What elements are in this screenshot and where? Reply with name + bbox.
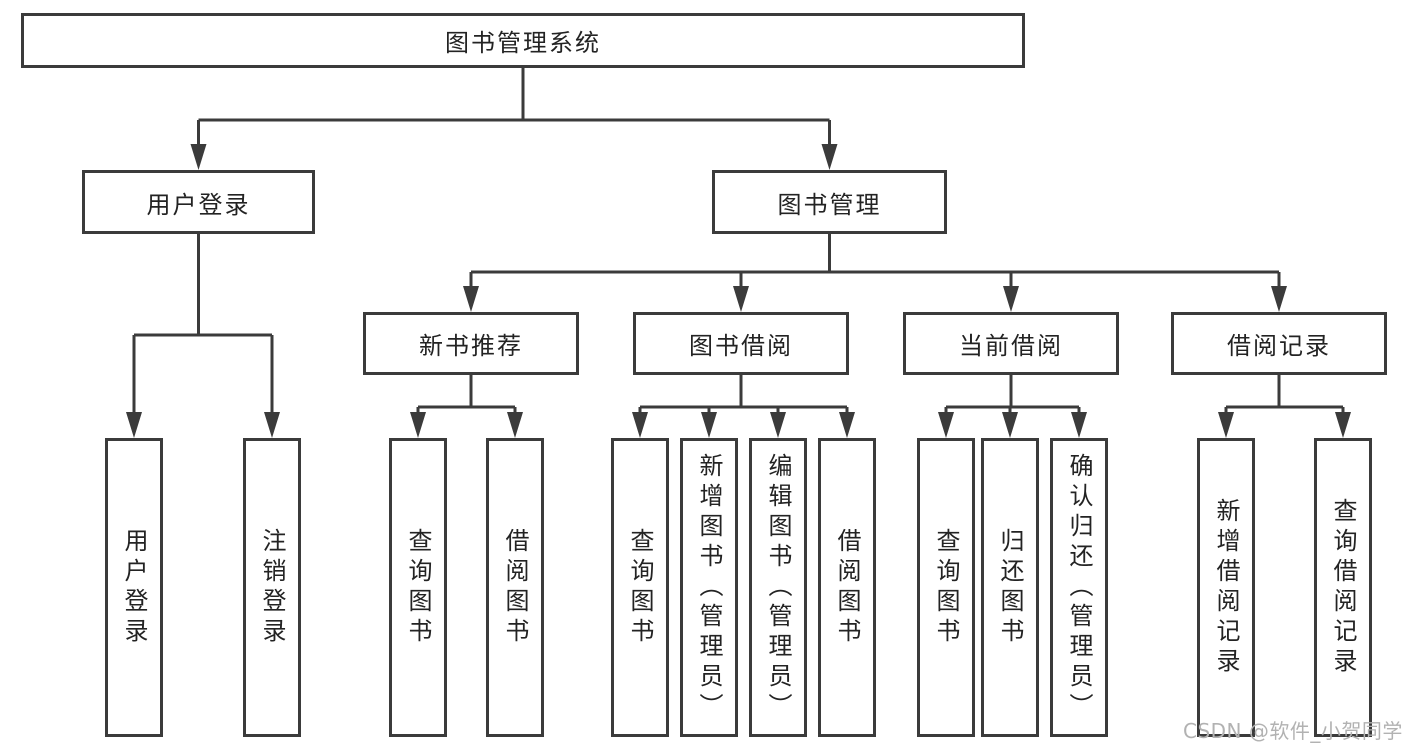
leaf-borrow-books-1: 借阅图书 [486, 438, 544, 737]
node-user-login: 用户登录 [82, 170, 315, 234]
node-new-book-recommendation: 新书推荐 [363, 312, 579, 375]
node-book-management: 图书管理 [712, 170, 947, 234]
node-borrowing-records-label: 借阅记录 [1227, 332, 1331, 360]
leaf-edit-books-admin: 编辑图书（管理员） [749, 438, 807, 737]
node-book-borrowing: 图书借阅 [633, 312, 849, 375]
leaf-query-books-2: 查询图书 [611, 438, 669, 737]
arrowheads [126, 144, 1351, 438]
node-borrowing-records: 借阅记录 [1171, 312, 1387, 375]
connector-root-to-level2 [197, 68, 831, 152]
leaf-borrow-books-2: 借阅图书 [818, 438, 876, 737]
connector-book-management-to-level3 [469, 234, 1281, 294]
leaf-user-login: 用户登录 [105, 438, 163, 737]
node-user-login-label: 用户登录 [146, 190, 251, 219]
leaf-return-books: 归还图书 [981, 438, 1039, 737]
leaf-logout: 注销登录 [243, 438, 301, 737]
node-current-borrowing-label: 当前借阅 [959, 332, 1063, 360]
node-root-system: 图书管理系统 [21, 13, 1025, 68]
leaf-add-books-admin: 新增图书（管理员） [680, 438, 738, 737]
connector-new-book-to-leaves [416, 375, 517, 420]
leaf-query-borrow-record: 查询借阅记录 [1314, 438, 1372, 737]
leaf-add-borrow-record: 新增借阅记录 [1197, 438, 1255, 737]
node-book-borrowing-label: 图书借阅 [689, 332, 793, 360]
node-book-management-label: 图书管理 [777, 190, 882, 219]
leaf-query-books-3: 查询图书 [917, 438, 975, 737]
node-root-label: 图书管理系统 [445, 29, 601, 57]
connector-user-login-to-leaves [132, 234, 274, 420]
node-current-borrowing: 当前借阅 [903, 312, 1119, 375]
node-new-book-recommendation-label: 新书推荐 [419, 332, 523, 360]
leaf-query-books-1: 查询图书 [389, 438, 447, 737]
csdn-watermark: CSDN @软件_小贺同学 [1183, 719, 1403, 743]
connector-book-borrowing-to-leaves [638, 375, 849, 420]
connector-borrowing-records-to-leaves [1224, 375, 1345, 420]
leaf-confirm-return-admin: 确认归还（管理员） [1050, 438, 1108, 737]
